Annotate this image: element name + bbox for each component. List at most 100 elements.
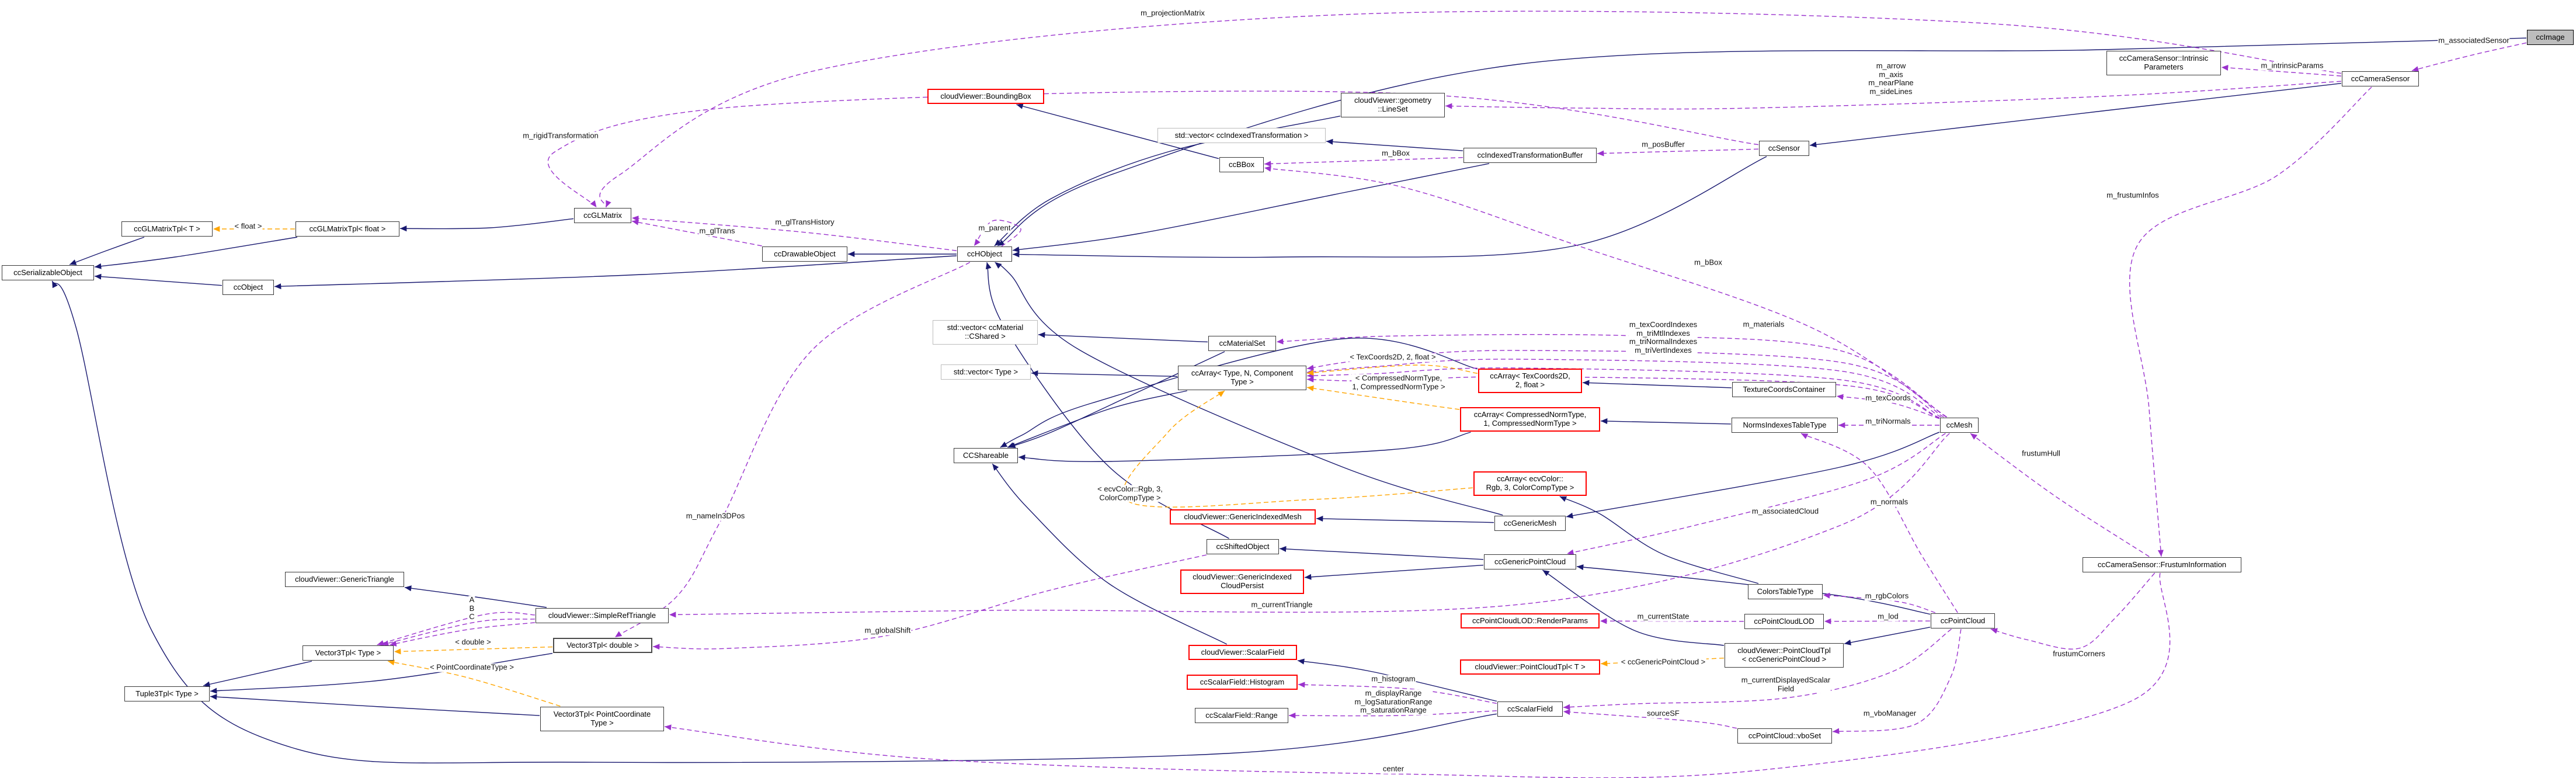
edge-usage-ccMesh-to-ccArrayTpl <box>1306 367 1940 418</box>
class-node-ccPointCloudLOD[interactable]: ccPointCloudLOD <box>1744 614 1824 629</box>
edge-label-sourceSF: sourceSF <box>1646 708 1680 718</box>
edge-usage-ccPointCloud-to-vboSet <box>1832 628 1962 734</box>
class-node-vectorIndexedTransformation[interactable]: std::vector< ccIndexedTransformation > <box>1157 128 1326 143</box>
edge-label-frustumCorners: frustumCorners <box>2052 649 2106 659</box>
class-node-ccGLMatrixTplT[interactable]: ccGLMatrixTpl< T > <box>121 221 213 237</box>
class-node-renderParams[interactable]: ccPointCloudLOD::RenderParams <box>1461 613 1600 628</box>
class-node-materialVector[interactable]: std::vector< ccMaterial ::CShared > <box>933 320 1038 345</box>
class-node-boundingBox[interactable]: cloudViewer::BoundingBox <box>927 89 1044 104</box>
edge-inheritance-pointCloudTplGeneric-to-ccGenericPointCloud <box>1542 569 1725 646</box>
edge-inheritance-ccCameraSensor-to-ccSensor <box>1809 83 2342 148</box>
edge-usage-ccPointCloud-to-colorsTable <box>1823 592 1936 613</box>
edge-label-m_currentState: m_currentState <box>1636 612 1690 621</box>
class-node-vector3TplPct[interactable]: Vector3Tpl< PointCoordinate Type > <box>540 707 664 731</box>
edge-inheritance-ccScalarField-to-ccSerializableObject <box>51 280 1497 763</box>
class-node-ccObject[interactable]: ccObject <box>223 280 274 295</box>
class-node-ccPointCloud[interactable]: ccPointCloud <box>1931 613 1995 628</box>
class-node-scalarField[interactable]: cloudViewer::ScalarField <box>1188 645 1297 660</box>
edge-label-m_lod: m_lod <box>1877 612 1899 621</box>
class-node-ccSerializableObject[interactable]: ccSerializableObject <box>2 265 94 280</box>
class-node-ccSensor[interactable]: ccSensor <box>1759 141 1809 156</box>
class-node-simpleRefTriangle[interactable]: cloudViewer::SimpleRefTriangle <box>536 608 669 623</box>
edge-inheritance-ccBBox-to-boundingBox <box>1016 103 1219 159</box>
class-node-CCShareable[interactable]: CCShareable <box>954 448 1018 463</box>
edge-usage-frustumInfo-to-vector3TplPct <box>664 572 2171 778</box>
edge-inheritance-simpleRefTriangle-to-genericTriangle <box>404 585 547 608</box>
class-node-ccBBox[interactable]: ccBBox <box>1219 157 1264 172</box>
class-node-ccGenericPointCloud[interactable]: ccGenericPointCloud <box>1484 554 1576 569</box>
edge-inheritance-ccGLMatrix-to-ccGLMatrixTplFloat <box>399 218 574 232</box>
class-node-lineSet[interactable]: cloudViewer::geometry ::LineSet <box>1341 93 1445 117</box>
edge-inheritance-ccGenericPointCloud-to-ccShiftedObject <box>1279 546 1484 560</box>
class-node-intrinsicParams[interactable]: ccCameraSensor::Intrinsic Parameters <box>2106 51 2221 75</box>
class-node-vector3TplType[interactable]: Vector3Tpl< Type > <box>303 645 394 661</box>
class-node-ccShiftedObject[interactable]: ccShiftedObject <box>1207 539 1279 554</box>
class-node-ccCameraSensor[interactable]: ccCameraSensor <box>2342 71 2419 86</box>
edge-usage-ccPointCloud-to-ccScalarField <box>1563 628 1952 710</box>
edge-usage-ccMesh-to-ccArrayTpl <box>1306 359 1942 418</box>
class-node-pointCloudTplT[interactable]: cloudViewer::PointCloudTpl< T > <box>1460 659 1600 675</box>
class-node-normsTable[interactable]: NormsIndexesTableType <box>1732 418 1838 433</box>
class-node-genericIndexedMesh[interactable]: cloudViewer::GenericIndexedMesh <box>1170 509 1316 525</box>
class-node-ccHObject[interactable]: ccHObject <box>957 246 1012 262</box>
class-node-tuple3Tpl[interactable]: Tuple3Tpl< Type > <box>124 686 210 701</box>
edge-label-m_currentDisplayedScalar: m_currentDisplayedScalar Field <box>1740 675 1831 693</box>
edge-template-ccArrayTex-to-ccArrayTpl <box>1306 364 1478 376</box>
class-node-ccMesh[interactable]: ccMesh <box>1940 418 1979 433</box>
edge-label-< ecvColor::Rgb, 3,: < ecvColor::Rgb, 3, ColorCompType > <box>1097 484 1163 502</box>
class-node-sfHistogram[interactable]: ccScalarField::Histogram <box>1187 675 1298 690</box>
edge-usage-ccImage-to-ccCameraSensor <box>2411 42 2527 72</box>
edge-label-m_histogram: m_histogram <box>1371 674 1416 684</box>
class-node-ccGLMatrixTplFloat[interactable]: ccGLMatrixTpl< float > <box>296 221 399 237</box>
edge-label-m_normals: m_normals <box>1869 497 1909 507</box>
class-node-sfRange[interactable]: ccScalarField::Range <box>1195 708 1288 723</box>
class-node-ccGLMatrix[interactable]: ccGLMatrix <box>574 208 631 223</box>
class-node-texCoordsContainer[interactable]: TextureCoordsContainer <box>1732 382 1836 397</box>
class-node-transformBuffer[interactable]: ccIndexedTransformationBuffer <box>1463 148 1597 163</box>
edge-inheritance-ccArrayTpl-to-CCShareable <box>1007 390 1187 448</box>
edge-inheritance-vector3TplDouble-to-tuple3Tpl <box>210 652 553 694</box>
class-node-colorsTable[interactable]: ColorsTableType <box>1748 584 1823 599</box>
class-node-ccArrayTex[interactable]: ccArray< TexCoords2D, 2, float > <box>1478 369 1582 393</box>
edge-label-m_frustumInfos: m_frustumInfos <box>2106 190 2160 200</box>
edge-usage-ccScalarField-to-sfHistogram <box>1298 682 1497 704</box>
class-node-ccImage[interactable]: ccImage <box>2527 30 2574 45</box>
edge-usage-vboSet-to-ccScalarField <box>1563 709 1737 729</box>
class-node-genericIndexedCloudPersist[interactable]: cloudViewer::GenericIndexed CloudPersist <box>1180 569 1304 594</box>
class-node-pointCloudTplGeneric[interactable]: cloudViewer::PointCloudTpl < ccGenericPo… <box>1725 643 1844 668</box>
edge-inheritance-ccGLMatrixTplT-to-ccSerializableObject <box>69 237 145 265</box>
class-node-vboSet[interactable]: ccPointCloud::vboSet <box>1737 728 1832 744</box>
class-node-ccGenericMesh[interactable]: ccGenericMesh <box>1494 516 1566 531</box>
class-node-ccArrayNorm[interactable]: ccArray< CompressedNormType, 1, Compress… <box>1460 407 1600 432</box>
class-node-typeVector[interactable]: std::vector< Type > <box>941 364 1031 380</box>
class-node-frustumInfo[interactable]: ccCameraSensor::FrustumInformation <box>2083 557 2241 572</box>
edge-template-ccArrayRgb-to-ccArrayTpl <box>1122 390 1473 508</box>
edge-label-m_displayRange: m_displayRange m_logSaturationRange m_sa… <box>1354 689 1433 715</box>
edge-label-m_rigidTransformation: m_rigidTransformation <box>522 131 599 141</box>
class-node-ccArrayTpl[interactable]: ccArray< Type, N, Component Type > <box>1178 366 1306 390</box>
class-node-ccMaterialSet[interactable]: ccMaterialSet <box>1208 336 1276 351</box>
edge-label-m_projectionMatrix: m_projectionMatrix <box>1140 8 1205 18</box>
edge-usage-ccHObject-to-ccHObject <box>974 220 1021 247</box>
edge-usage-ccDrawableObject-to-ccGLMatrix <box>631 219 762 246</box>
edge-inheritance-texCoordsContainer-to-ccArrayTex <box>1582 380 1732 388</box>
class-node-ccScalarField[interactable]: ccScalarField <box>1497 701 1563 717</box>
edge-usage-ccHObject-to-ccGLMatrix <box>631 216 957 251</box>
edge-label-m_rgbColors: m_rgbColors <box>1864 591 1910 601</box>
edge-usage-ccHObject-to-vector3TplDouble <box>614 262 971 638</box>
edge-usage-ccScalarField-to-sfRange <box>1288 710 1497 719</box>
class-node-ccDrawableObject[interactable]: ccDrawableObject <box>762 246 847 262</box>
edge-inheritance-ccSensor-to-ccHObject <box>1012 156 1767 258</box>
edge-label-m_materials: m_materials <box>1742 319 1785 329</box>
class-node-vector3TplDouble[interactable]: Vector3Tpl< double > <box>553 638 652 653</box>
edge-usage-simpleRefTriangle-to-vector3TplType <box>390 622 536 647</box>
edge-usage-ccMesh-to-ccMaterialSet <box>1276 334 1946 418</box>
class-node-genericTriangle[interactable]: cloudViewer::GenericTriangle <box>285 572 404 587</box>
edge-label-< TexCoords2D, 2, float >: < TexCoords2D, 2, float > <box>1349 352 1437 362</box>
edge-inheritance-ccImage-to-ccHObject <box>997 37 2527 246</box>
class-node-ccArrayRgb[interactable]: ccArray< ecvColor:: Rgb, 3, ColorCompTyp… <box>1473 471 1587 496</box>
edge-inheritance-transformBuffer-to-ccHObject <box>1012 163 1490 253</box>
edge-label-m_triNormals: m_triNormals <box>1865 416 1911 426</box>
edge-label-m_texCoordIndexes: m_texCoordIndexes m_triMtlIndexes m_triN… <box>1628 319 1698 355</box>
